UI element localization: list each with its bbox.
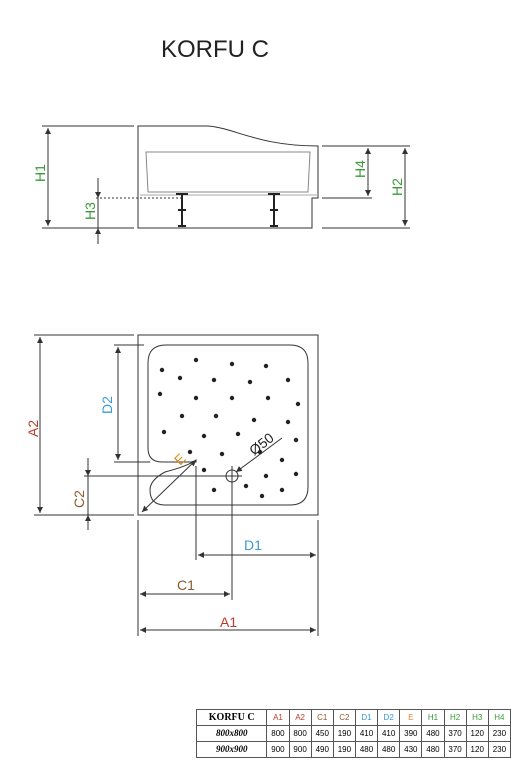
page-title: KORFU C <box>161 36 269 63</box>
h2-label: H2 <box>389 178 405 196</box>
table-cell: 410 <box>377 725 401 742</box>
table-cell: 480 <box>421 725 445 742</box>
h4-label: H4 <box>352 160 368 178</box>
table-header-row: KORFU C A1 A2 C1 C2 D1 D2 E H1 H2 H3 H4 <box>195 709 511 726</box>
table-header: H3 <box>465 709 489 726</box>
table-cell: 430 <box>399 741 423 758</box>
a2-label: A2 <box>25 420 41 437</box>
table-cell: 390 <box>399 725 423 742</box>
table-cell: 190 <box>332 741 356 758</box>
table-cell: 190 <box>332 725 356 742</box>
table-cell: 370 <box>443 741 467 758</box>
h1-label: H1 <box>32 164 48 182</box>
table-header: H4 <box>487 709 511 726</box>
d2-label: D2 <box>99 396 115 414</box>
drain-icon <box>222 466 242 486</box>
side-view <box>42 125 410 244</box>
a1-label: A1 <box>220 614 237 630</box>
h3-label: H3 <box>82 202 98 220</box>
table-cell: 800 <box>288 725 312 742</box>
drain-label: Ø50 <box>246 429 277 458</box>
table-cell: 800 <box>266 725 290 742</box>
table-header: A1 <box>266 709 290 726</box>
table-cell: 450 <box>310 725 334 742</box>
table-cell: 230 <box>487 725 511 742</box>
right-foot <box>268 193 280 227</box>
table-cell: 800x800 <box>195 725 268 742</box>
table-header: E <box>399 709 423 726</box>
table-row: 800x800 800 800 450 190 410 410 390 480 … <box>195 725 511 742</box>
table-cell: 480 <box>377 741 401 758</box>
table-cell: 370 <box>443 725 467 742</box>
table-header: C2 <box>332 709 356 726</box>
table-cell: 480 <box>421 741 445 758</box>
table-cell: 120 <box>465 725 489 742</box>
table-header: H1 <box>421 709 445 726</box>
table-header: KORFU C <box>195 709 268 726</box>
table-cell: 900 <box>288 741 312 758</box>
dimension-table: KORFU C A1 A2 C1 C2 D1 D2 E H1 H2 H3 H4 … <box>195 709 511 758</box>
top-view <box>34 334 319 636</box>
d1-label: D1 <box>244 537 262 553</box>
table-cell: 120 <box>465 741 489 758</box>
table-cell: 230 <box>487 741 511 758</box>
c1-label: C1 <box>177 577 195 593</box>
c2-label: C2 <box>71 490 87 508</box>
table-header: C1 <box>310 709 334 726</box>
table-cell: 480 <box>354 741 379 758</box>
table-row: 900x900 900 900 490 190 480 480 430 480 … <box>195 741 511 758</box>
table-cell: 410 <box>354 725 379 742</box>
table-header: A2 <box>288 709 312 726</box>
table-header: D2 <box>377 709 401 726</box>
table-header: D1 <box>354 709 379 726</box>
table-cell: 490 <box>310 741 334 758</box>
left-foot <box>176 193 188 227</box>
table-cell: 900x900 <box>195 741 268 758</box>
table-cell: 900 <box>266 741 290 758</box>
table-header: H2 <box>443 709 467 726</box>
anti-slip-dots <box>157 357 301 499</box>
